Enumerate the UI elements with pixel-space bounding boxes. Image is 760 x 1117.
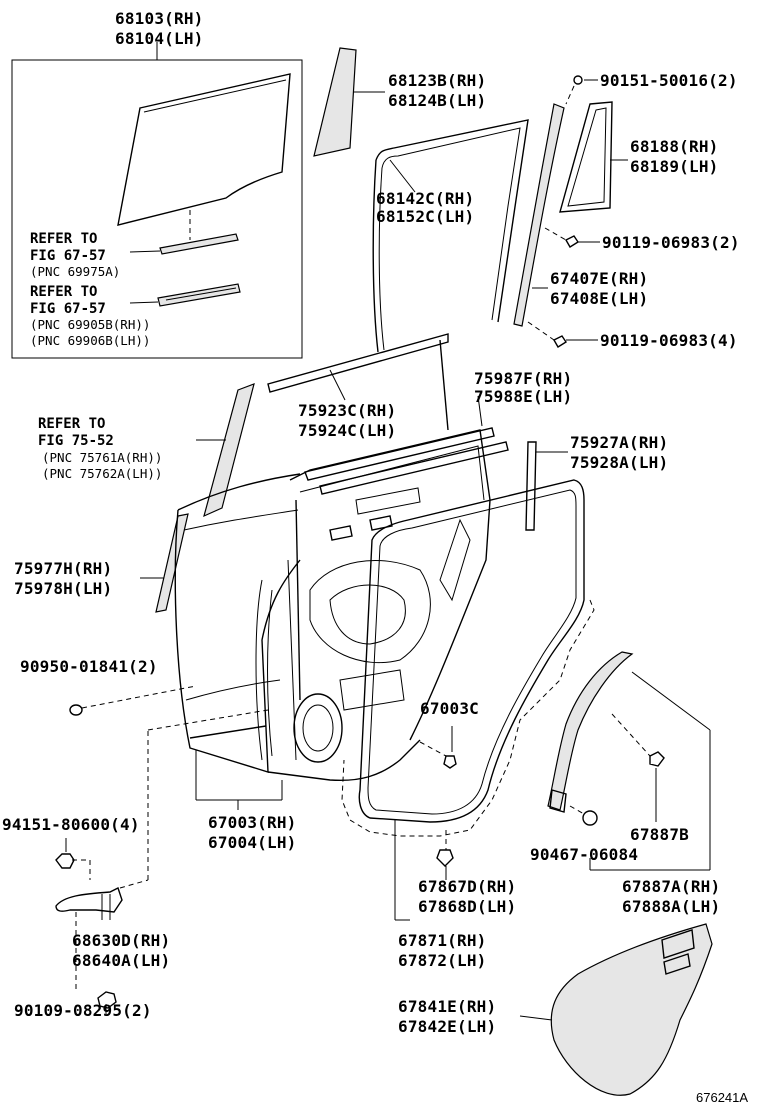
label-67887b: 67887B	[630, 825, 689, 844]
glass-channel-front	[159, 233, 239, 255]
clip-90119-lower	[553, 335, 567, 348]
rear-edge-molding	[525, 441, 537, 531]
clip-90467	[582, 810, 598, 826]
service-hole-cover	[550, 923, 713, 1096]
label-75924c: 75924C(LH)	[298, 421, 396, 440]
glass-channel-rear	[157, 283, 241, 307]
clip-67887b	[649, 751, 665, 767]
label-90119-b: 90119-06983(4)	[600, 331, 738, 350]
label-68640a: 68640A(LH)	[72, 951, 170, 970]
quarter-glass	[313, 47, 357, 157]
label-90151: 90151-50016(2)	[600, 71, 738, 90]
clip-67003c	[443, 755, 457, 769]
label-68123b: 68123B(RH)	[388, 71, 486, 90]
note-refer-2c: (PNC 69905B(RH))	[30, 317, 150, 332]
label-68189: 68189(LH)	[630, 157, 719, 176]
label-90950: 90950-01841(2)	[20, 657, 158, 676]
label-75927a: 75927A(RH)	[570, 433, 668, 452]
bolt-90109	[97, 991, 117, 1009]
label-67003c: 67003C	[420, 699, 479, 718]
label-68188: 68188(RH)	[630, 137, 719, 156]
door-glass	[117, 73, 291, 226]
label-68124b: 68124B(LH)	[388, 91, 486, 110]
label-75923c: 75923C(RH)	[298, 401, 396, 420]
note-refer-2a: REFER TO	[30, 284, 97, 300]
note-refer-1b: FIG 67-57	[30, 248, 106, 264]
note-refer-2b: FIG 67-57	[30, 301, 106, 317]
door-check	[55, 887, 123, 913]
note-refer-1a: REFER TO	[30, 231, 97, 247]
label-90467: 90467-06084	[530, 845, 638, 864]
belt-molding-outer	[267, 333, 449, 393]
label-67867d: 67867D(RH)	[418, 877, 516, 896]
door-weatherstrip	[358, 479, 585, 823]
clip-90119-upper	[565, 235, 579, 248]
figure-id: 676241A	[696, 1090, 748, 1105]
label-75978h: 75978H(LH)	[14, 579, 112, 598]
label-75988e: 75988E(LH)	[474, 387, 572, 406]
label-68152c: 68152C(LH)	[376, 207, 474, 226]
label-90109: 90109-08295(2)	[14, 1001, 152, 1020]
note-refer-3b: FIG 75-52	[38, 433, 114, 449]
fixed-window-glass	[559, 101, 613, 213]
screw-90151	[573, 75, 583, 85]
label-67004: 67004(LH)	[208, 833, 297, 852]
note-refer-2d: (PNC 69906B(LH))	[30, 333, 150, 348]
label-67003: 67003(RH)	[208, 813, 297, 832]
label-90119-a: 90119-06983(2)	[602, 233, 740, 252]
label-68104: 68104(LH)	[115, 29, 204, 48]
upper-frame-garnish	[203, 383, 255, 518]
front-door-molding	[155, 513, 189, 613]
label-67887a: 67887A(RH)	[622, 877, 720, 896]
label-67841e: 67841E(RH)	[398, 997, 496, 1016]
note-refer-3c: (PNC 75761A(RH))	[42, 450, 162, 465]
label-94151: 94151-80600(4)	[2, 815, 140, 834]
glass-run-channel	[375, 119, 529, 323]
label-67872: 67872(LH)	[398, 951, 487, 970]
label-67871: 67871(RH)	[398, 931, 487, 950]
label-75928a: 75928A(LH)	[570, 453, 668, 472]
label-67888a: 67888A(LH)	[622, 897, 720, 916]
label-75977h: 75977H(RH)	[14, 559, 112, 578]
label-68630d: 68630D(RH)	[72, 931, 170, 950]
label-67842e: 67842E(LH)	[398, 1017, 496, 1036]
note-refer-1c: (PNC 69975A)	[30, 264, 120, 279]
note-refer-3a: REFER TO	[38, 416, 105, 432]
hole-plug-90950	[69, 704, 83, 716]
note-refer-3d: (PNC 75762A(LH))	[42, 466, 162, 481]
label-67407e: 67407E(RH)	[550, 269, 648, 288]
clip-67867d	[436, 849, 454, 867]
door-seal-rear	[547, 651, 634, 811]
division-bar	[513, 103, 565, 327]
bolt-94151	[55, 853, 75, 869]
label-75987f: 75987F(RH)	[474, 369, 572, 388]
label-67408e: 67408E(LH)	[550, 289, 648, 308]
belt-molding-inner	[304, 427, 495, 481]
seal-outline-dashed	[341, 599, 595, 837]
label-67868d: 67868D(LH)	[418, 897, 516, 916]
label-68142c: 68142C(RH)	[376, 189, 474, 208]
label-68103: 68103(RH)	[115, 9, 204, 28]
